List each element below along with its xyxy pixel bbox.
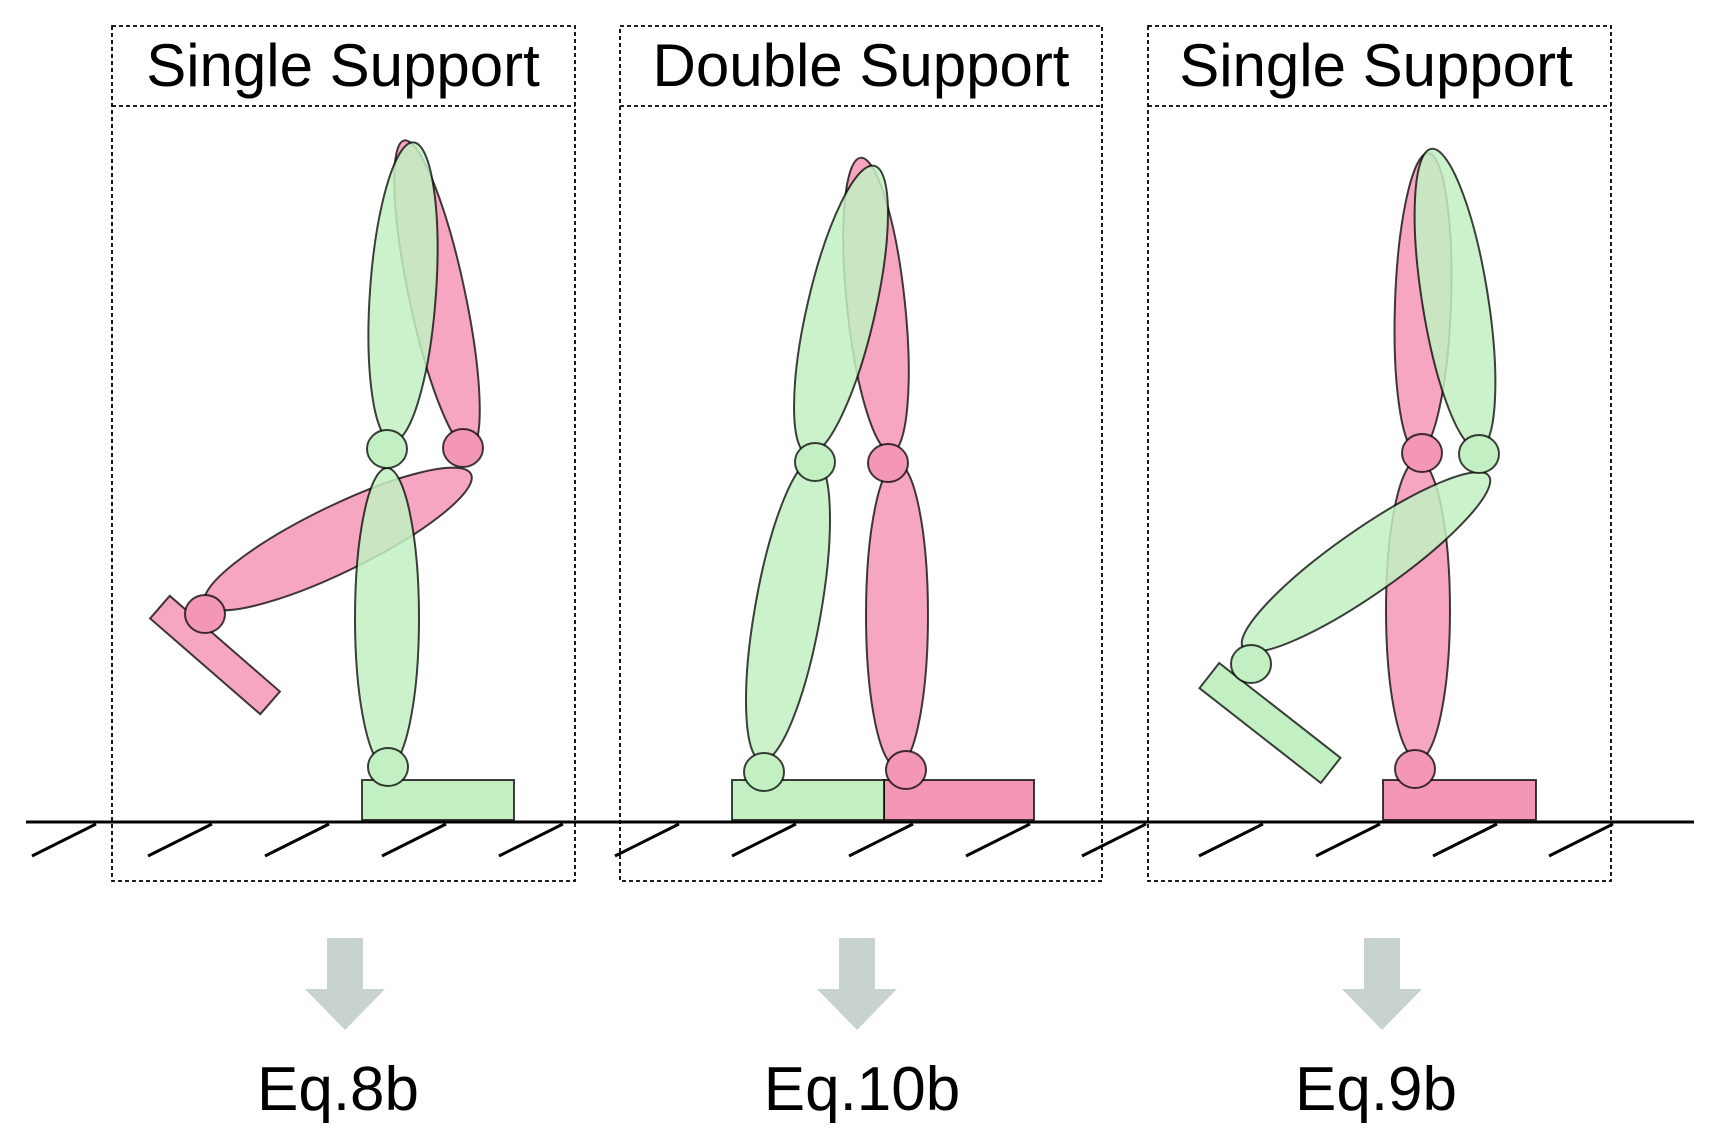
robot-legs-panel-2: [731, 156, 1035, 821]
green-knee-joint: [794, 442, 836, 482]
pink-ankle-joint: [184, 594, 226, 634]
green-knee-joint: [366, 429, 408, 469]
pink-knee-joint: [442, 428, 484, 468]
green-swing-foot: [1198, 661, 1342, 785]
pink-shank: [203, 466, 473, 612]
green-shank: [354, 467, 420, 769]
robot-legs-panel-1: [148, 139, 515, 821]
panel-title: Single Support: [1179, 32, 1573, 99]
panel-single-support-right: Single Support: [1147, 25, 1612, 882]
equation-label: Eq.9b: [1295, 1055, 1457, 1124]
panel-double-support: Double Support: [619, 25, 1103, 882]
pink-ankle-joint: [1394, 749, 1436, 789]
panel-title: Single Support: [146, 32, 540, 99]
green-knee-joint: [1458, 434, 1500, 474]
pink-ankle-joint: [885, 750, 927, 790]
green-shank: [1240, 471, 1492, 653]
arrows: [305, 938, 1422, 1030]
ground: [26, 820, 1694, 858]
green-shank: [745, 458, 831, 762]
green-ankle-joint: [743, 752, 785, 792]
green-ankle-joint: [367, 747, 409, 787]
equation-label: Eq.10b: [764, 1055, 961, 1124]
ground-hatching: [31, 822, 1614, 858]
equation-label: Eq.8b: [257, 1055, 419, 1124]
panel-frame: [111, 25, 576, 882]
pink-knee-joint: [867, 443, 909, 483]
down-arrow-icon: [305, 938, 385, 1030]
robot-legs-panel-3: [1198, 147, 1537, 821]
panel-single-support-left: Single Support: [111, 25, 576, 882]
green-thigh: [367, 141, 439, 443]
pink-shank: [865, 462, 929, 768]
panel-frame: [619, 25, 1103, 882]
pink-knee-joint: [1401, 433, 1443, 473]
green-ankle-joint: [1230, 644, 1272, 684]
down-arrow-icon: [1342, 938, 1422, 1030]
panel-frame: [1147, 25, 1612, 882]
down-arrow-icon: [817, 938, 897, 1030]
pink-swing-foot: [148, 594, 282, 716]
panel-title: Double Support: [653, 32, 1070, 99]
